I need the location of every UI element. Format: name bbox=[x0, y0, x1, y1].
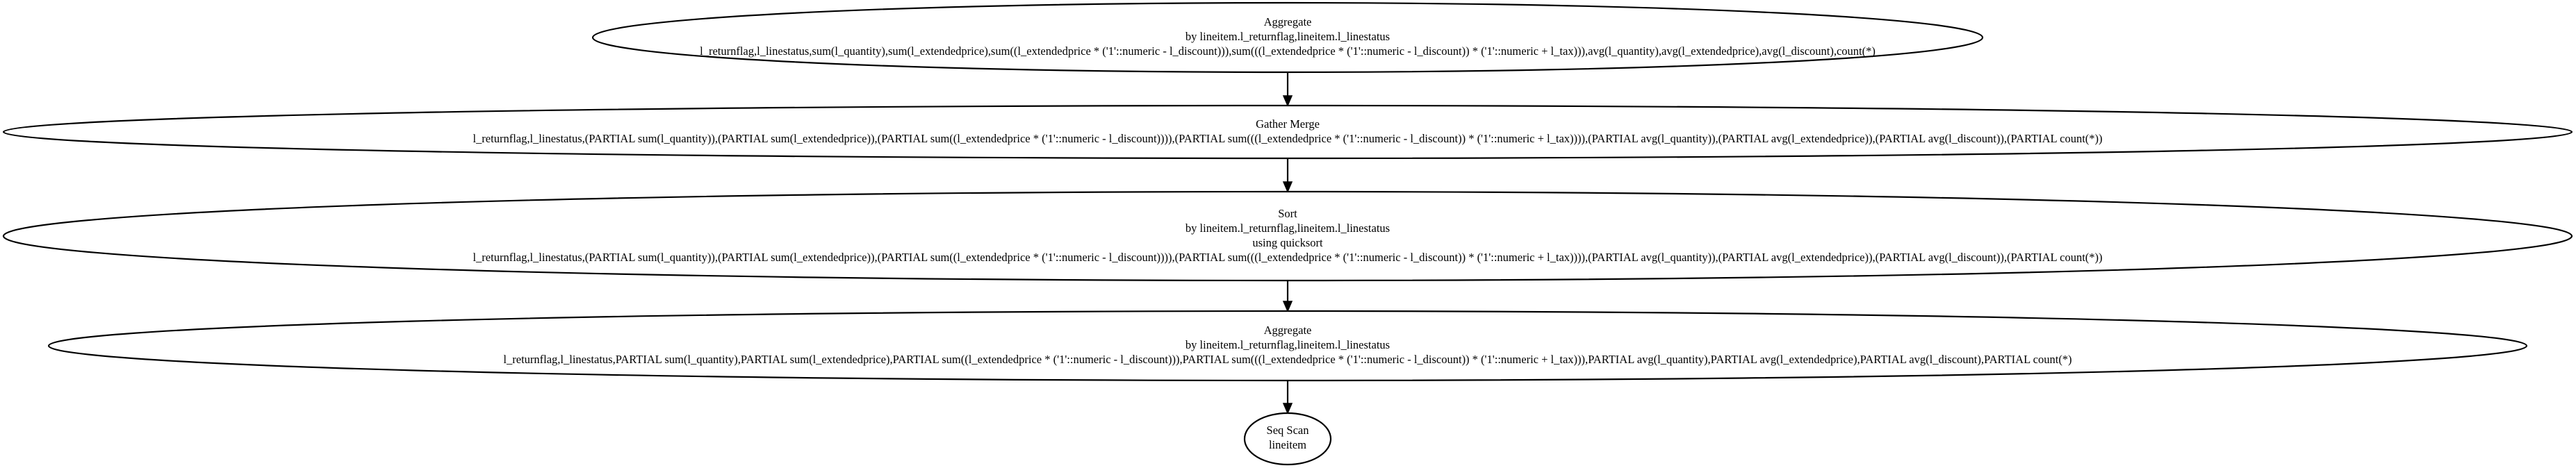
edge-arrowhead bbox=[1282, 181, 1293, 193]
node-output-line: l_returnflag,l_linestatus,PARTIAL sum(l_… bbox=[503, 353, 2072, 366]
node-output-line: l_returnflag,l_linestatus,(PARTIAL sum(l… bbox=[473, 251, 2102, 264]
plan-node-aggregate-partial[interactable]: Aggregate by lineitem.l_returnflag,linei… bbox=[47, 310, 2528, 382]
plan-node-aggregate-final[interactable]: Aggregate by lineitem.l_returnflag,linei… bbox=[591, 1, 1984, 74]
node-detail-line: lineitem bbox=[1269, 438, 1306, 451]
node-title: Aggregate bbox=[1264, 15, 1312, 28]
node-title: Aggregate bbox=[1264, 324, 1312, 337]
node-ellipse bbox=[2, 190, 2573, 282]
plan-node-seq-scan[interactable]: Seq Scan lineitem bbox=[1243, 412, 1332, 466]
plan-node-gather-merge[interactable]: Gather Merge l_returnflag,l_linestatus,(… bbox=[2, 104, 2573, 160]
node-ellipse bbox=[47, 310, 2528, 382]
node-detail-line: by lineitem.l_returnflag,lineitem.l_line… bbox=[1186, 222, 1390, 235]
edge-arrowhead bbox=[1282, 403, 1293, 415]
edge-arrowhead bbox=[1282, 95, 1293, 107]
node-output-line: l_returnflag,l_linestatus,(PARTIAL sum(l… bbox=[473, 132, 2102, 145]
plan-node-sort[interactable]: Sort by lineitem.l_returnflag,lineitem.l… bbox=[2, 190, 2573, 282]
node-ellipse bbox=[591, 1, 1984, 74]
node-output-line: l_returnflag,l_linestatus,sum(l_quantity… bbox=[700, 44, 1876, 58]
node-title: Gather Merge bbox=[1256, 117, 1320, 131]
node-title: Seq Scan bbox=[1267, 424, 1309, 437]
plan-edges bbox=[1282, 72, 1293, 415]
node-detail-line: by lineitem.l_returnflag,lineitem.l_line… bbox=[1186, 338, 1390, 351]
edge-arrowhead bbox=[1282, 301, 1293, 312]
node-detail-line: by lineitem.l_returnflag,lineitem.l_line… bbox=[1186, 30, 1390, 43]
node-title: Sort bbox=[1278, 207, 1297, 220]
node-ellipse bbox=[2, 104, 2573, 160]
node-ellipse bbox=[1243, 412, 1332, 466]
node-detail-line: using quicksort bbox=[1252, 236, 1323, 249]
